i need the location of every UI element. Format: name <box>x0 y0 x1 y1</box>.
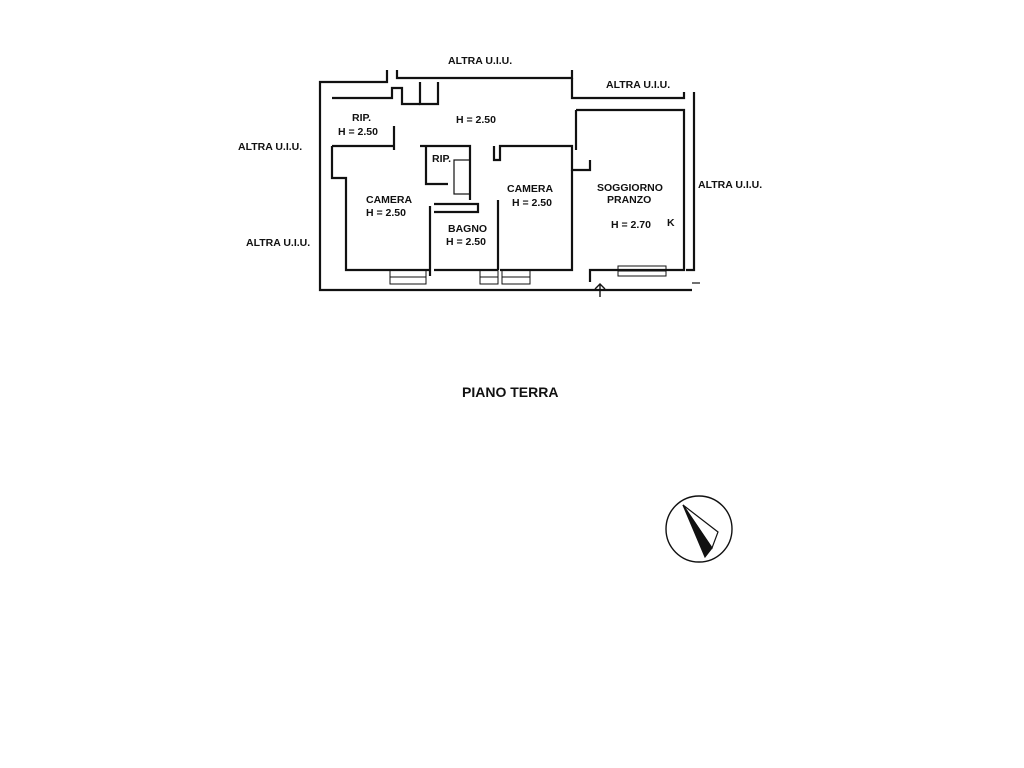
outer-walls <box>318 70 700 292</box>
north-arrow-icon <box>665 495 733 563</box>
room-label-rip: RIP. <box>352 112 371 124</box>
kitchen-mark: K <box>667 217 675 229</box>
neighbor-label-left-upper: ALTRA U.I.U. <box>238 141 302 153</box>
room-height-camera-left: H = 2.50 <box>366 207 406 219</box>
room-label-pranzo: PRANZO <box>607 194 651 206</box>
plan-title: PIANO TERRA <box>462 384 558 400</box>
room-label-rip-small: RIP. <box>432 153 451 165</box>
room-height-rip: H = 2.50 <box>338 126 378 138</box>
neighbor-label-top: ALTRA U.I.U. <box>448 55 512 67</box>
room-height-soggiorno: H = 2.70 <box>611 219 651 231</box>
windows <box>389 265 667 285</box>
room-height-camera-right: H = 2.50 <box>512 197 552 209</box>
interior-walls <box>330 82 686 282</box>
room-label-camera-left: CAMERA <box>366 194 412 206</box>
neighbor-label-top-right: ALTRA U.I.U. <box>606 79 670 91</box>
neighbor-label-right: ALTRA U.I.U. <box>698 179 762 191</box>
neighbor-label-left-lower: ALTRA U.I.U. <box>246 237 310 249</box>
room-label-bagno: BAGNO <box>448 223 487 235</box>
room-height-corridor: H = 2.50 <box>456 114 496 126</box>
room-label-camera-right: CAMERA <box>507 183 553 195</box>
up-arrow-icon <box>594 283 606 297</box>
room-height-bagno: H = 2.50 <box>446 236 486 248</box>
room-label-soggiorno: SOGGIORNO <box>597 182 663 194</box>
